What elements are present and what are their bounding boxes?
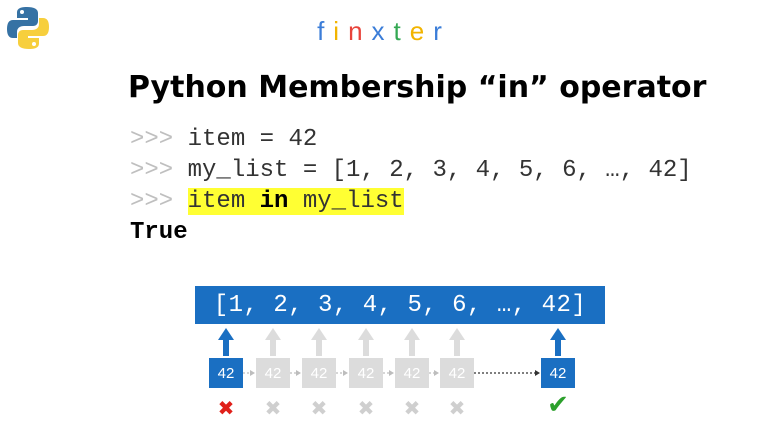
prompt: >>> xyxy=(130,157,174,184)
brand-wordmark: finxter xyxy=(0,16,768,47)
in-keyword: in xyxy=(259,188,289,215)
cross-icon: ✖ xyxy=(357,396,375,420)
probe-value-box: 42 xyxy=(395,358,429,388)
up-arrow-icon xyxy=(449,328,465,340)
probe-value-box: 42 xyxy=(256,358,290,388)
code-line-3: >>> item in my_list xyxy=(130,186,692,217)
code-text: my_list xyxy=(288,188,404,215)
up-arrow-shaft xyxy=(316,338,322,356)
code-text: item xyxy=(187,188,260,215)
probe-value-box: 42 xyxy=(349,358,383,388)
brand-letter: x xyxy=(371,16,394,46)
prompt: >>> xyxy=(130,126,174,153)
check-icon: ✔ xyxy=(547,390,569,420)
cross-icon: ✖ xyxy=(310,396,328,420)
code-text: my_list = [1, 2, 3, 4, 5, 6, …, 42] xyxy=(187,157,692,184)
brand-letter: e xyxy=(409,16,434,46)
list-bar: [1, 2, 3, 4, 5, 6, …, 42] xyxy=(195,286,605,324)
brand-letter: t xyxy=(393,16,410,46)
up-arrow-icon xyxy=(404,328,420,340)
up-arrow-shaft xyxy=(409,338,415,356)
connector-arrowhead-icon xyxy=(535,370,540,376)
probe-value-box: 42 xyxy=(541,358,575,388)
up-arrow-shaft xyxy=(555,338,561,356)
cross-icon: ✖ xyxy=(217,396,235,420)
cross-icon: ✖ xyxy=(448,396,466,420)
page-title: Python Membership “in” operator xyxy=(128,70,707,105)
code-text: item = 42 xyxy=(187,126,318,153)
brand-letter: i xyxy=(333,16,349,46)
highlighted-expression: item in my_list xyxy=(187,188,404,215)
brand-letter: r xyxy=(433,16,451,46)
up-arrow-icon xyxy=(218,328,234,340)
connector-arrowhead-icon xyxy=(250,370,255,376)
cross-icon: ✖ xyxy=(264,396,282,420)
code-block: >>> item = 42 >>> my_list = [1, 2, 3, 4,… xyxy=(130,124,692,248)
up-arrow-icon xyxy=(358,328,374,340)
connector-arrowhead-icon xyxy=(434,370,439,376)
up-arrow-shaft xyxy=(223,338,229,356)
probe-value-box: 42 xyxy=(302,358,336,388)
up-arrow-shaft xyxy=(454,338,460,356)
python-logo-icon xyxy=(6,5,50,51)
prompt: >>> xyxy=(130,188,174,215)
cross-icon: ✖ xyxy=(403,396,421,420)
connector-arrowhead-icon xyxy=(343,370,348,376)
probe-value-box: 42 xyxy=(209,358,243,388)
up-arrow-icon xyxy=(311,328,327,340)
brand-letter: f xyxy=(317,16,334,46)
up-arrow-shaft xyxy=(363,338,369,356)
brand-letter: n xyxy=(348,16,372,46)
probe-value-box: 42 xyxy=(440,358,474,388)
up-arrow-icon xyxy=(550,328,566,340)
up-arrow-shaft xyxy=(270,338,276,356)
code-line-2: >>> my_list = [1, 2, 3, 4, 5, 6, …, 42] xyxy=(130,155,692,186)
connector-arrowhead-icon xyxy=(296,370,301,376)
code-line-1: >>> item = 42 xyxy=(130,124,692,155)
code-result: True xyxy=(130,219,188,246)
connector-arrowhead-icon xyxy=(389,370,394,376)
up-arrow-icon xyxy=(265,328,281,340)
